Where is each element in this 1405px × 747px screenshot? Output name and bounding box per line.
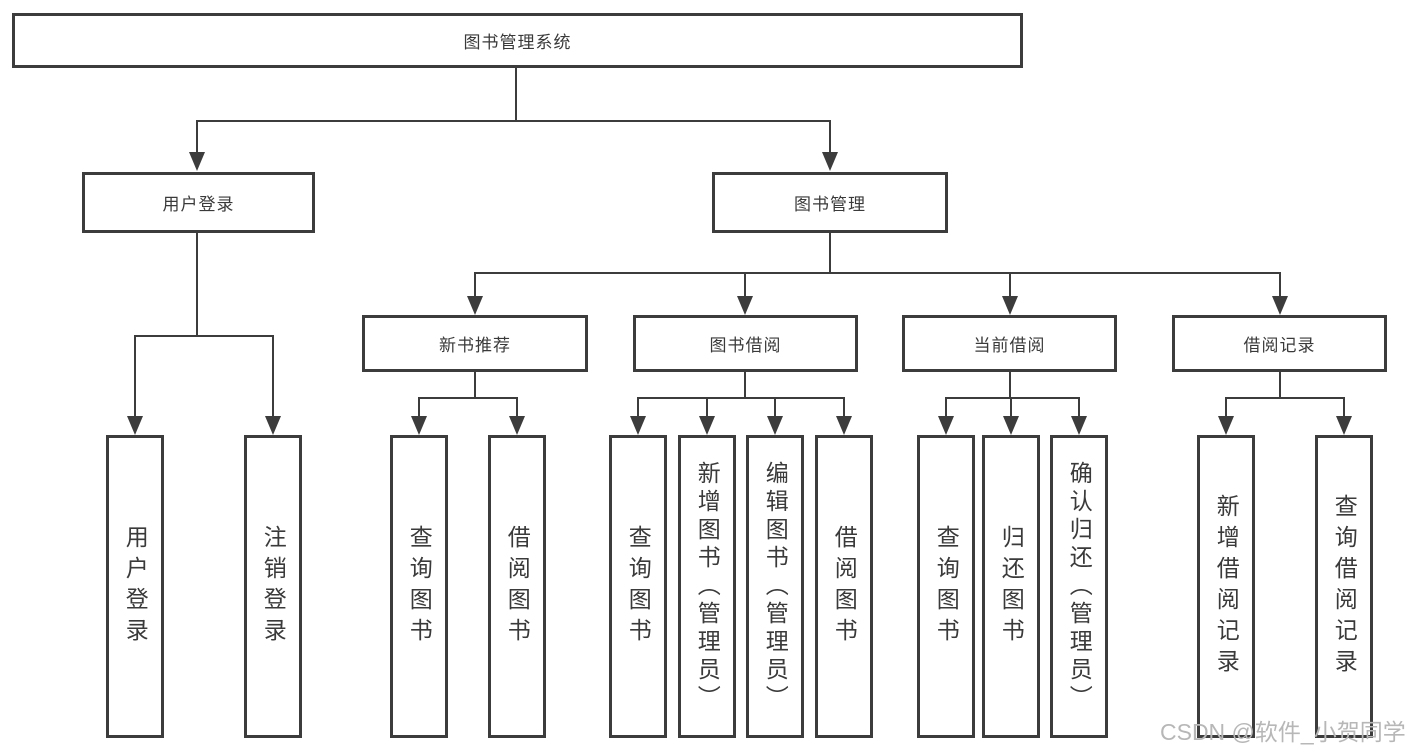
connector-drop bbox=[945, 397, 947, 419]
connector-drop bbox=[744, 272, 746, 298]
node-label: 图书管理系统 bbox=[463, 33, 572, 52]
node-library-management-system: 图书管理系统 bbox=[12, 13, 1023, 68]
arrow-down-icon bbox=[767, 416, 783, 435]
leaf-current-query-books: 查询图书 bbox=[917, 435, 975, 738]
leaf-label: 新增借阅记录 bbox=[1213, 493, 1240, 680]
leaf-label: 查询借阅记录 bbox=[1331, 493, 1358, 680]
arrow-down-icon bbox=[938, 416, 954, 435]
arrow-down-icon bbox=[836, 416, 852, 435]
leaf-borrowing-edit-books-admin: 编辑图书（管理员） bbox=[746, 435, 804, 738]
leaf-logout: 注销登录 bbox=[244, 435, 302, 738]
connector-drop bbox=[1009, 272, 1011, 298]
connector-feed bbox=[474, 372, 476, 399]
node-label: 当前借阅 bbox=[973, 336, 1046, 355]
leaf-label: 编辑图书（管理员） bbox=[762, 460, 789, 713]
connector-drop bbox=[1279, 272, 1281, 298]
csdn-watermark: CSDN @软件_小贺同学 bbox=[1160, 719, 1405, 745]
connector-bus bbox=[1225, 397, 1345, 399]
connector-drop bbox=[418, 397, 420, 419]
arrow-down-icon bbox=[1003, 416, 1019, 435]
node-label: 新书推荐 bbox=[439, 336, 511, 355]
connector-drop bbox=[134, 335, 136, 417]
arrow-down-icon bbox=[189, 152, 205, 171]
node-label: 借阅记录 bbox=[1243, 336, 1316, 355]
connector-feed bbox=[744, 372, 746, 399]
connector-root-feed bbox=[515, 68, 517, 122]
connector-root-bus bbox=[196, 120, 831, 122]
leaf-label: 注销登录 bbox=[260, 524, 287, 649]
leaf-label: 查询图书 bbox=[625, 524, 652, 649]
connector-bus bbox=[637, 397, 845, 399]
connector-drop bbox=[1010, 397, 1012, 419]
leaf-label: 用户登录 bbox=[122, 524, 149, 649]
leaf-label: 新增图书（管理员） bbox=[694, 460, 721, 713]
arrow-down-icon bbox=[737, 296, 753, 315]
connector-user-bus bbox=[134, 335, 274, 337]
leaf-user-login: 用户登录 bbox=[106, 435, 164, 738]
connector-drop bbox=[272, 335, 274, 417]
connector-drop bbox=[829, 120, 831, 154]
node-user-login: 用户登录 bbox=[82, 172, 315, 233]
connector-feed bbox=[1279, 372, 1281, 399]
arrow-down-icon bbox=[509, 416, 525, 435]
node-label: 图书管理 bbox=[794, 195, 866, 214]
arrow-down-icon bbox=[265, 416, 281, 435]
connector-user-feed bbox=[196, 233, 198, 337]
connector-bus bbox=[945, 397, 1080, 399]
node-book-management: 图书管理 bbox=[712, 172, 948, 233]
connector-drop bbox=[706, 397, 708, 419]
connector-mgmt-bus bbox=[474, 272, 1281, 274]
connector-drop bbox=[843, 397, 845, 419]
connector-drop bbox=[196, 120, 198, 154]
leaf-label: 查询图书 bbox=[933, 524, 960, 649]
node-label: 图书借阅 bbox=[709, 336, 782, 355]
connector-mgmt-feed bbox=[829, 233, 831, 274]
node-borrowing-records: 借阅记录 bbox=[1172, 315, 1387, 372]
leaf-records-query-record: 查询借阅记录 bbox=[1315, 435, 1373, 738]
connector-drop bbox=[637, 397, 639, 419]
node-current-borrowing: 当前借阅 bbox=[902, 315, 1117, 372]
arrow-down-icon bbox=[630, 416, 646, 435]
arrow-down-icon bbox=[411, 416, 427, 435]
arrow-down-icon bbox=[1218, 416, 1234, 435]
leaf-borrowing-add-books-admin: 新增图书（管理员） bbox=[678, 435, 736, 738]
connector-drop bbox=[1225, 397, 1227, 419]
connector-drop bbox=[1343, 397, 1345, 419]
arrow-down-icon bbox=[127, 416, 143, 435]
leaf-recommend-borrow-books: 借阅图书 bbox=[488, 435, 546, 738]
arrow-down-icon bbox=[822, 152, 838, 171]
leaf-borrowing-query-books: 查询图书 bbox=[609, 435, 667, 738]
leaf-label: 查询图书 bbox=[406, 524, 433, 649]
arrow-down-icon bbox=[467, 296, 483, 315]
leaf-current-confirm-return-admin: 确认归还（管理员） bbox=[1050, 435, 1108, 738]
arrow-down-icon bbox=[1002, 296, 1018, 315]
leaf-current-return-books: 归还图书 bbox=[982, 435, 1040, 738]
connector-bus bbox=[418, 397, 518, 399]
arrow-down-icon bbox=[1071, 416, 1087, 435]
node-book-borrowing: 图书借阅 bbox=[633, 315, 858, 372]
arrow-down-icon bbox=[1336, 416, 1352, 435]
leaf-recommend-query-books: 查询图书 bbox=[390, 435, 448, 738]
connector-drop bbox=[1078, 397, 1080, 419]
leaf-borrowing-borrow-books: 借阅图书 bbox=[815, 435, 873, 738]
leaf-label: 归还图书 bbox=[998, 524, 1025, 649]
leaf-label: 借阅图书 bbox=[504, 524, 531, 649]
node-label: 用户登录 bbox=[162, 195, 235, 214]
arrow-down-icon bbox=[699, 416, 715, 435]
leaf-records-add-record: 新增借阅记录 bbox=[1197, 435, 1255, 738]
connector-feed bbox=[1009, 372, 1011, 399]
connector-drop bbox=[774, 397, 776, 419]
arrow-down-icon bbox=[1272, 296, 1288, 315]
connector-drop bbox=[474, 272, 476, 298]
node-new-book-recommend: 新书推荐 bbox=[362, 315, 588, 372]
leaf-label: 确认归还（管理员） bbox=[1066, 460, 1093, 713]
connector-drop bbox=[516, 397, 518, 419]
leaf-label: 借阅图书 bbox=[831, 524, 858, 649]
